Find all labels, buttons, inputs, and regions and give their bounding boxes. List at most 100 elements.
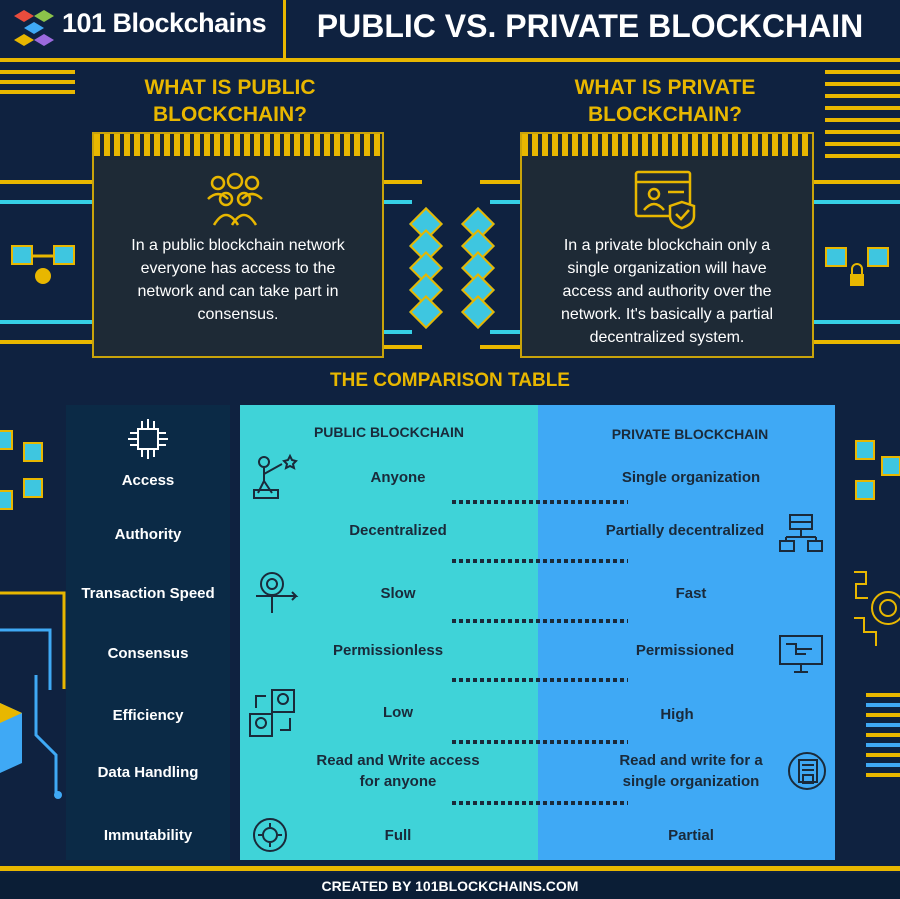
gear-circuit-icon (854, 571, 900, 646)
private-cell-authority: Partially decentralized (605, 522, 765, 539)
row-label-consensus: Consensus (107, 645, 189, 662)
public-cell-access: Anyone (370, 469, 426, 486)
private-description-line: access and authority over the (562, 283, 772, 300)
chip-icon (128, 419, 168, 459)
private-cell-consensus: Permissioned (635, 642, 735, 659)
connector-line (0, 340, 92, 344)
decor-stripes-left (0, 70, 75, 100)
connector-line (810, 340, 900, 344)
secure-data-icon (788, 752, 826, 790)
row-separator (452, 801, 628, 805)
private-description-line: network. It's basically a partial (560, 306, 774, 323)
servers-network-icon (779, 514, 823, 552)
row-separator (452, 678, 628, 682)
public-description-line: In a public blockchain network (131, 237, 345, 254)
public-description-line: everyone has access to the (140, 260, 336, 277)
network-cubes-icon (11, 245, 75, 284)
connector-line (0, 320, 92, 324)
row-label-efficiency: Efficiency (112, 707, 184, 724)
cell-line: Read and Write access (316, 752, 480, 769)
row-separator (452, 619, 628, 623)
private-title-line1: WHAT IS PRIVATE (574, 76, 756, 99)
cell-line: for anyone (359, 773, 437, 790)
header (0, 0, 900, 62)
public-column-header: PUBLIC BLOCKCHAIN (313, 424, 465, 440)
private-cell-access: Single organization (621, 469, 761, 486)
public-cell-consensus: Permissionless (332, 642, 444, 659)
public-section-title: WHAT IS PUBLIC BLOCKCHAIN? (100, 74, 360, 128)
private-card: In a private blockchain only a single or… (520, 132, 814, 358)
decor-stripes-right-lower (866, 693, 900, 783)
public-cell-transaction-speed: Slow (380, 585, 416, 602)
row-label-immutability: Immutability (103, 827, 193, 844)
cell-line: Read and write for a (619, 752, 763, 769)
logo-cubes-icon (14, 10, 54, 46)
card-top-stripes (94, 134, 382, 156)
connector-line (0, 200, 92, 204)
locked-cubes-icon (825, 247, 889, 286)
public-cell-immutability: Full (384, 827, 412, 844)
chain-right (461, 207, 495, 332)
private-description-line: decentralized system. (589, 329, 745, 346)
private-description-line: In a private blockchain only a (563, 237, 771, 254)
idea-exchange-icon (249, 689, 295, 737)
row-labels-column (66, 405, 230, 860)
connector-line (382, 345, 422, 349)
people-group-icon (207, 172, 263, 226)
connector-line (382, 180, 422, 184)
hex-cubes-right-icon (855, 440, 900, 500)
connector-line (490, 330, 520, 334)
connector-line (490, 200, 520, 204)
public-description-line: consensus. (197, 306, 279, 323)
public-cell-data-handling: Read and Write access for anyone (250, 750, 546, 792)
public-title-line2: BLOCKCHAIN? (153, 103, 307, 126)
page-title: PUBLIC VS. PRIVATE BLOCKCHAIN (316, 8, 864, 44)
row-separator (452, 740, 628, 744)
private-section-title: WHAT IS PRIVATE BLOCKCHAIN? (535, 74, 795, 128)
row-label-access: Access (121, 472, 175, 489)
logo-text: 101 Blockchains (62, 8, 267, 38)
hex-cubes-left-icon (0, 430, 43, 510)
public-column (240, 405, 538, 860)
header-divider (283, 0, 286, 58)
decor-stripes-right (825, 70, 900, 165)
footer: CREATED BY 101BLOCKCHAINS.COM (0, 873, 900, 899)
private-description-line: single organization will have (567, 260, 767, 277)
connector-line (480, 180, 520, 184)
public-cell-authority: Decentralized (349, 522, 447, 539)
connector-line (810, 320, 900, 324)
public-cell-efficiency: Low (383, 704, 413, 721)
private-column-header: PRIVATE BLOCKCHAIN (611, 426, 769, 442)
private-description: In a private blockchain only a single or… (528, 234, 806, 349)
public-description: In a public blockchain network everyone … (100, 234, 376, 326)
circuit-left-icon (0, 591, 66, 799)
row-label-transaction-speed: Transaction Speed (81, 585, 215, 602)
comparison-title: THE COMPARISON TABLE (330, 370, 570, 391)
footer-bar (0, 866, 900, 871)
private-column (538, 405, 835, 860)
connector-line (480, 345, 520, 349)
private-title-line2: BLOCKCHAIN? (588, 103, 742, 126)
connector-line (810, 200, 900, 204)
connector-line (382, 200, 412, 204)
public-title-line1: WHAT IS PUBLIC (144, 76, 316, 99)
connector-line (382, 330, 412, 334)
private-cell-efficiency: High (660, 706, 694, 723)
row-label-authority: Authority (114, 526, 182, 543)
connector-line (0, 180, 92, 184)
magnifier-coin-icon (256, 572, 299, 613)
card-top-stripes (522, 134, 812, 156)
monitor-flowchart-icon (779, 635, 823, 673)
connector-line (810, 180, 900, 184)
person-reaching-star-icon (253, 453, 298, 499)
row-separator (452, 500, 628, 504)
gear-cycle-icon (253, 818, 287, 852)
row-label-data-handling: Data Handling (97, 764, 199, 781)
private-cell-immutability: Partial (668, 827, 714, 844)
cell-line: single organization (622, 773, 760, 790)
private-cell-transaction-speed: Fast (675, 585, 707, 602)
secure-user-screen-icon (634, 170, 696, 230)
public-card: In a public blockchain network everyone … (92, 132, 384, 358)
chain-left (409, 207, 443, 332)
public-description-line: network and can take part in (137, 283, 339, 300)
